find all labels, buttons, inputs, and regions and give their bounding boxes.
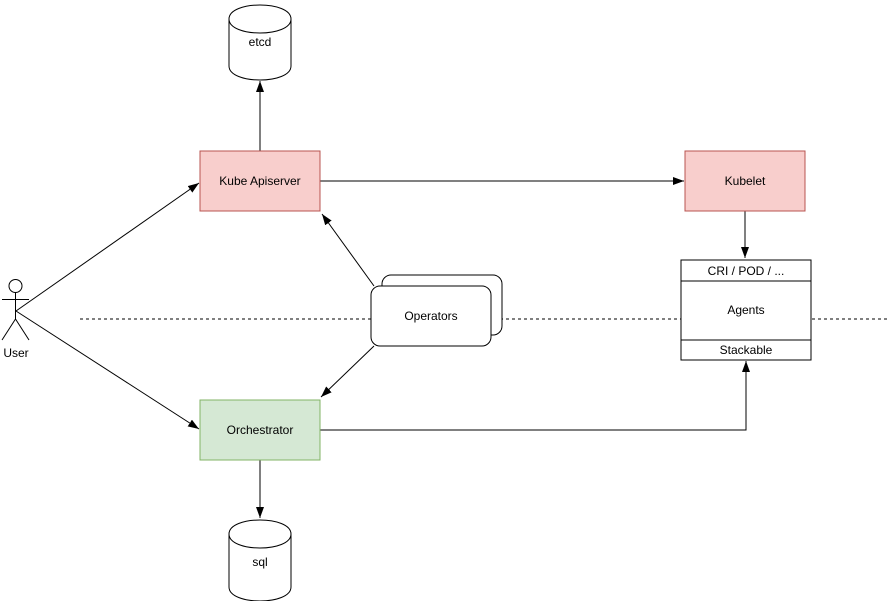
sql-label: sql <box>252 555 267 569</box>
etcd-label: etcd <box>249 35 272 49</box>
sql-database-node: sql <box>228 519 292 601</box>
edge-orchestrator-to-agents-stack <box>320 361 750 431</box>
database-cylinder-icon <box>228 519 292 601</box>
edge-operators-to-orchestrator <box>320 345 375 398</box>
database-cylinder-rim <box>228 533 292 549</box>
actor-legs-icon <box>1 318 30 341</box>
edge-user-to-kube-apiserver <box>15 182 200 312</box>
operators-front-card <box>370 285 492 347</box>
orchestrator-node: Orchestrator <box>199 399 321 461</box>
kubelet-label: Kubelet <box>725 174 766 188</box>
edges-layer <box>15 81 750 518</box>
etcd-database-node: etcd <box>228 4 292 81</box>
agents-stack-header-label: CRI / POD / ... <box>708 264 785 278</box>
database-cylinder-rim <box>228 18 292 34</box>
agents-stack-footer-label: Stackable <box>720 343 773 357</box>
agents-stack-node: CRI / POD / ... Agents Stackable <box>680 259 812 361</box>
orchestrator-label: Orchestrator <box>227 423 294 437</box>
operators-node: Operators <box>370 274 503 347</box>
operators-label: Operators <box>404 309 457 323</box>
kube-apiserver-box <box>199 150 321 212</box>
database-cylinder-icon <box>228 4 292 81</box>
orchestrator-box <box>199 399 321 461</box>
edge-user-to-orchestrator <box>15 310 200 430</box>
kubelet-box <box>684 150 806 212</box>
agents-stack-body-label: Agents <box>727 303 764 317</box>
user-label: User <box>3 346 28 360</box>
kube-apiserver-label: Kube Apiserver <box>219 174 300 188</box>
edge-operators-to-kube-apiserver <box>321 213 375 287</box>
agents-stack-box <box>680 259 812 361</box>
kube-apiserver-node: Kube Apiserver <box>199 150 321 212</box>
kubelet-node: Kubelet <box>684 150 806 212</box>
user-actor-node: User <box>1 279 30 360</box>
